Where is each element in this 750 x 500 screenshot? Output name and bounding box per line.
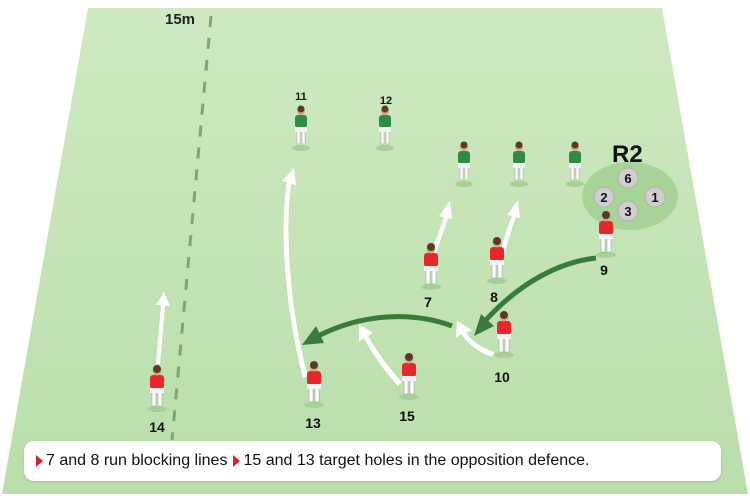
attacker-15-number: 15 <box>399 408 415 424</box>
attacker-8 <box>487 237 507 284</box>
ruck-label: R2 <box>612 141 643 168</box>
arrow-7 <box>430 201 452 260</box>
attacker-13 <box>304 361 324 408</box>
bullet-icon <box>36 455 43 467</box>
svg-text:1: 1 <box>651 190 658 205</box>
caption-part-2: 15 and 13 target holes in the opposition… <box>243 452 590 469</box>
attacker-10-number: 10 <box>494 369 510 385</box>
pass-10-to-13-head <box>302 326 324 345</box>
attacker-7 <box>421 243 441 290</box>
arrow-8 <box>500 200 520 256</box>
attacker-9 <box>596 211 616 258</box>
defender-c <box>566 141 584 187</box>
attacker-9-number: 9 <box>600 262 608 278</box>
fifteen-metre-label: 15m <box>165 11 195 28</box>
attacker-14-number: 14 <box>149 419 165 435</box>
defender-12 <box>376 105 394 151</box>
ruck-player-6: 6 <box>617 167 639 189</box>
caption-part-1: 7 and 8 run blocking lines <box>46 452 228 469</box>
svg-text:6: 6 <box>624 171 631 186</box>
attacker-8-number: 8 <box>490 289 498 305</box>
pass-9-to-10-head <box>474 314 494 336</box>
pass-9-to-10 <box>482 255 597 324</box>
attacker-7-number: 7 <box>424 294 432 310</box>
arrow-13 <box>282 168 308 378</box>
defender-b <box>510 141 528 187</box>
ruck-player-1: 1 <box>644 186 666 208</box>
attacker-10 <box>494 311 514 358</box>
defender-12-number: 12 <box>380 95 392 107</box>
pass-10-to-13 <box>316 314 453 339</box>
caption-box: 7 and 8 run blocking lines 15 and 13 tar… <box>24 441 721 481</box>
ruck-player-3: 3 <box>617 200 639 222</box>
attacker-15 <box>399 353 419 400</box>
defender-11-number: 11 <box>295 91 307 103</box>
bullet-icon <box>233 455 241 467</box>
attacker-13-number: 13 <box>305 415 321 431</box>
run-arrows <box>156 168 520 386</box>
defender-a <box>455 141 473 187</box>
pass-arrows <box>316 255 597 339</box>
defender-11 <box>292 105 310 151</box>
arrow-10 <box>456 321 494 357</box>
arrow-15 <box>359 324 402 386</box>
svg-text:3: 3 <box>624 204 631 219</box>
arrow-14 <box>156 292 170 364</box>
fifteen-metre-line <box>170 15 213 441</box>
svg-text:2: 2 <box>600 190 607 205</box>
attacker-14 <box>147 365 167 412</box>
ruck-player-2: 2 <box>593 186 615 208</box>
pitch <box>2 8 748 494</box>
